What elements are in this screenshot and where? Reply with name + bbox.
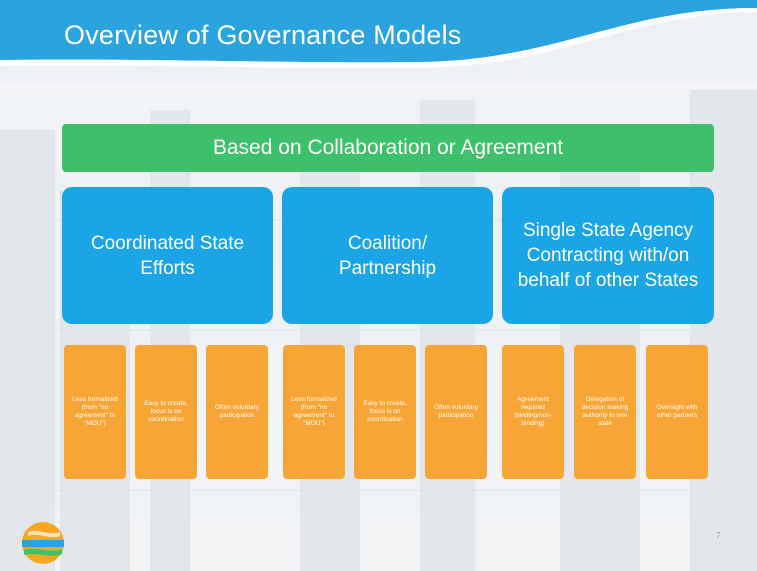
header-banner <box>0 0 757 82</box>
detail-card-text: Easy to create, focus is on coordination <box>144 400 188 423</box>
detail-card-text: Less formalized (from "no agreement" to … <box>72 396 118 427</box>
model-label: Coalition/ Partnership <box>338 232 437 279</box>
detail-card: Easy to create, focus is on coordination <box>354 345 416 479</box>
collaboration-bar: Based on Collaboration or Agreement <box>62 124 714 172</box>
detail-card: Delegation of decision making authority … <box>574 345 636 479</box>
detail-card-text: Agreement required (binding/non-binding) <box>514 396 552 427</box>
detail-card: Less formalized (from "no agreement" to … <box>283 345 345 479</box>
detail-card-text: Often voluntary participation <box>214 404 260 419</box>
model-label: Single State Agency Contracting with/on … <box>517 220 699 291</box>
collaboration-bar-label: Based on Collaboration or Agreement <box>212 136 564 159</box>
detail-card: Often voluntary participation <box>206 345 268 479</box>
model-label: Coordinated State Efforts <box>90 232 245 279</box>
organization-logo-icon <box>22 522 64 564</box>
detail-card-text: Oversight with other partners <box>656 404 698 419</box>
detail-card-text: Less formalized (from "no agreement" to … <box>291 396 337 427</box>
page-number: 7 <box>716 531 721 540</box>
detail-card: Agreement required (binding/non-binding) <box>502 345 564 479</box>
detail-card: Oversight with other partners <box>646 345 708 479</box>
detail-card: Less formalized (from "no agreement" to … <box>64 345 126 479</box>
detail-card-text: Often voluntary participation <box>433 404 479 419</box>
detail-card-text: Delegation of decision making authority … <box>581 396 629 427</box>
model-single-state-agency: Single State Agency Contracting with/on … <box>502 187 714 324</box>
slide-title: Overview of Governance Models <box>64 20 462 50</box>
detail-card-text: Easy to create, focus is on coordination <box>363 400 407 423</box>
model-coalition-partnership: Coalition/ Partnership <box>282 187 493 324</box>
detail-card: Often voluntary participation <box>425 345 487 479</box>
model-coordinated-state-efforts: Coordinated State Efforts <box>62 187 273 324</box>
detail-card: Easy to create, focus is on coordination <box>135 345 197 479</box>
